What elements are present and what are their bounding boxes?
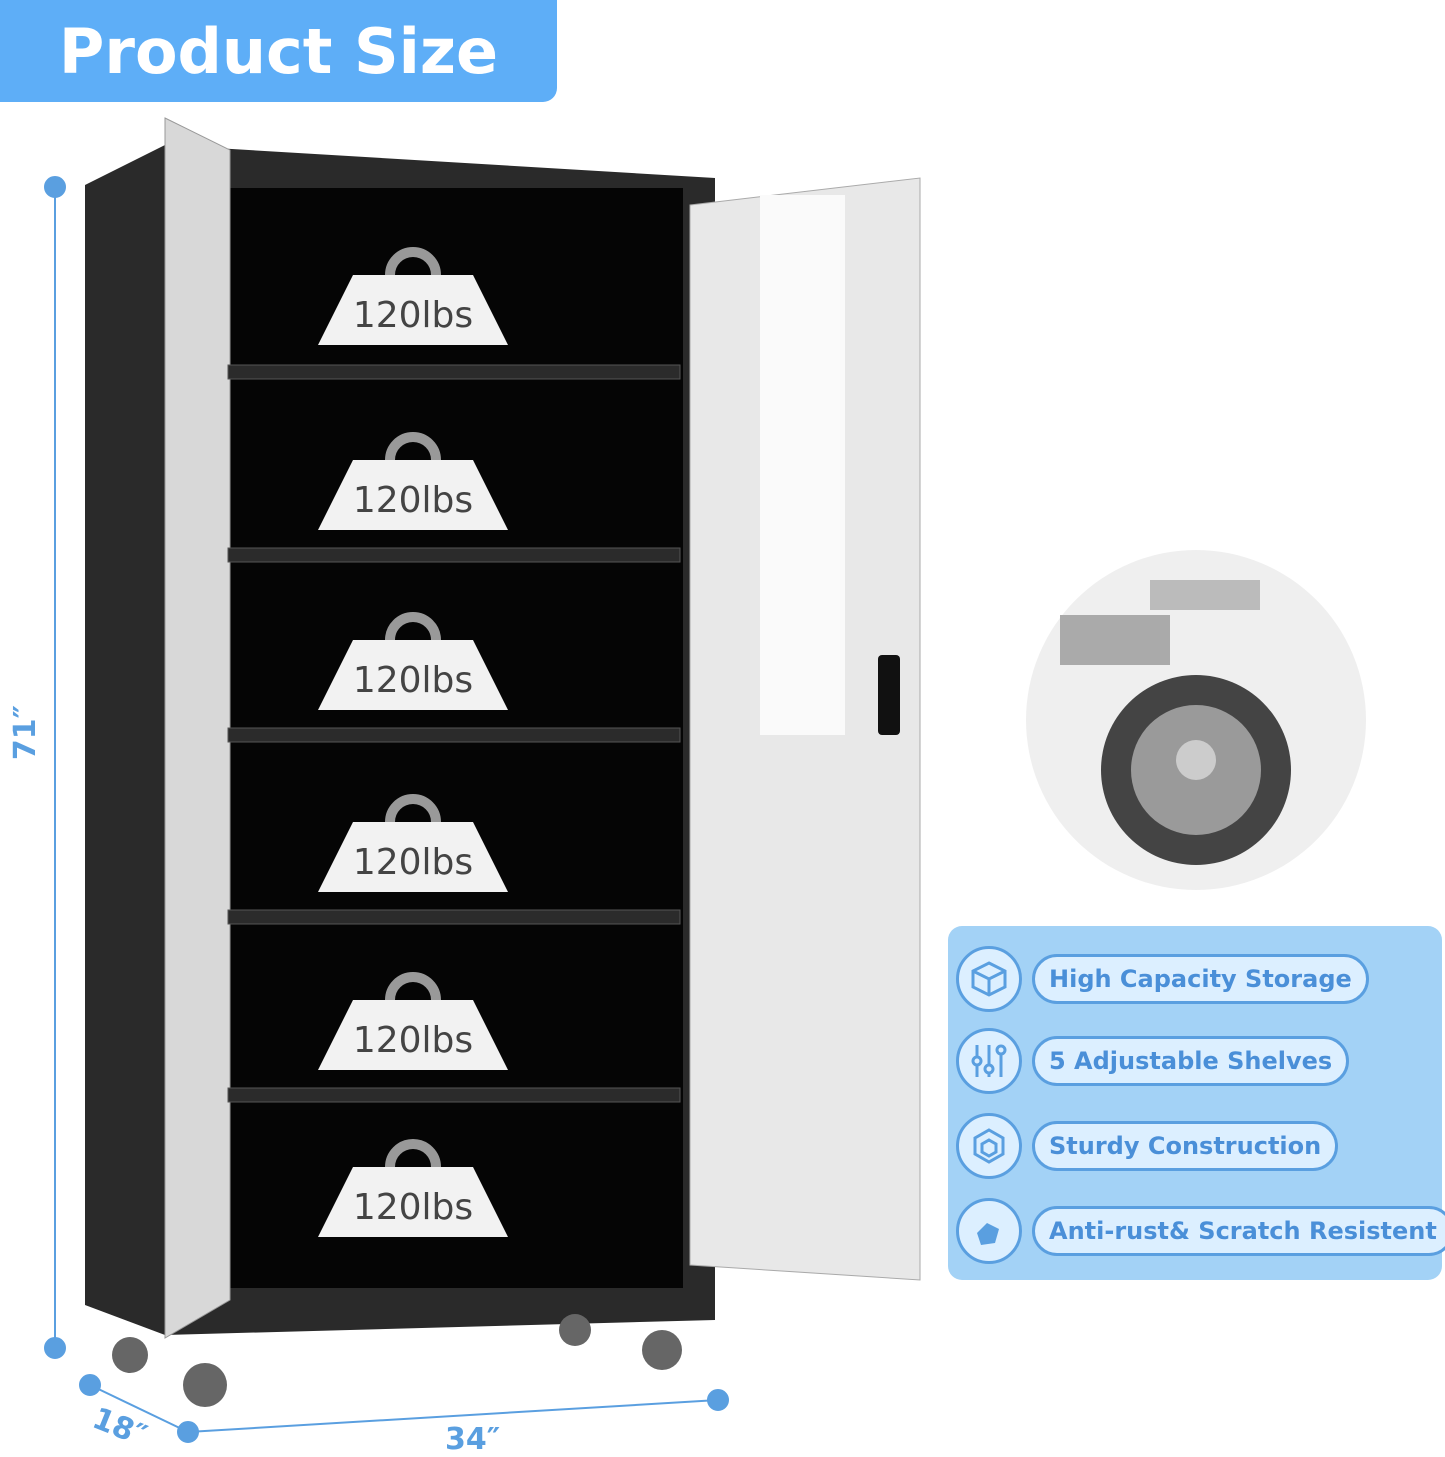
shelf-weight-6: 120lbs (318, 1137, 508, 1237)
weight-label: 120lbs (352, 295, 474, 336)
feature-label: Sturdy Construction (1032, 1121, 1339, 1171)
page-title: Product Size (58, 14, 499, 88)
weight-label: 120lbs (352, 842, 474, 883)
weight-icon (318, 432, 508, 530)
weight-icon (318, 794, 508, 892)
shelf-weight-3: 120lbs (318, 610, 508, 710)
title-banner: Product Size (0, 0, 557, 102)
features-panel: High Capacity Storage 5 Adjustable Shelv… (948, 926, 1445, 1280)
feature-label: High Capacity Storage (1032, 954, 1369, 1004)
shelf-weight-5: 120lbs (318, 970, 508, 1070)
width-dimension: 34″ (445, 1422, 501, 1457)
weight-icon (318, 1139, 508, 1237)
shelf-weight-4: 120lbs (318, 792, 508, 892)
weight-icon (318, 972, 508, 1070)
weight-label: 120lbs (352, 1020, 474, 1061)
feature-label: 5 Adjustable Shelves (1032, 1036, 1350, 1086)
weight-label: 120lbs (352, 660, 474, 701)
weight-icon (318, 247, 508, 345)
shelf-weight-2: 120lbs (318, 430, 508, 530)
feature-item: High Capacity Storage (956, 944, 1369, 1014)
weight-label: 120lbs (352, 1187, 474, 1228)
box-icon (956, 946, 1022, 1012)
weight-label: 120lbs (352, 480, 474, 521)
structure-icon (956, 1113, 1022, 1179)
feature-item: Sturdy Construction (956, 1111, 1339, 1181)
weight-icon (318, 612, 508, 710)
shield-icon (956, 1198, 1022, 1264)
shelf-weight-1: 120lbs (318, 245, 508, 345)
feature-item: 5 Adjustable Shelves (956, 1026, 1350, 1096)
feature-label: Anti-rust& Scratch Resistent (1032, 1206, 1445, 1256)
feature-item: Anti-rust& Scratch Resistent (956, 1196, 1445, 1266)
sliders-icon (956, 1028, 1022, 1094)
